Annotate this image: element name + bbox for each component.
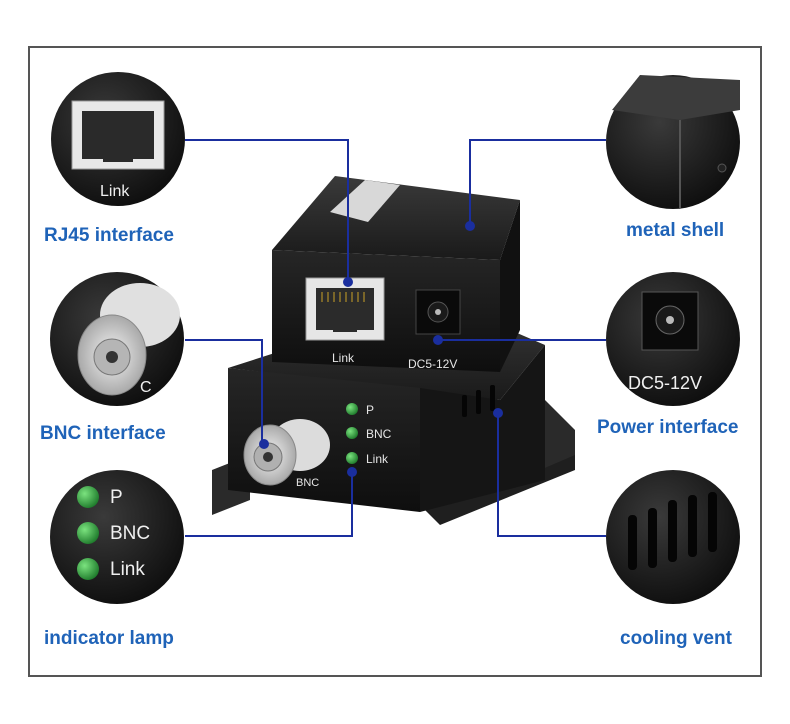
zoom-indicator: P BNC Link: [50, 470, 184, 604]
label-metal-shell: metal shell: [626, 220, 725, 241]
label-indicator-lamp: indicator lamp: [44, 628, 174, 649]
callout-dots: [259, 221, 503, 477]
bottom-bnc-port-label: BNC: [296, 477, 319, 489]
label-cooling-vent: cooling vent: [620, 628, 732, 649]
zoom-lamp-p-label: P: [110, 487, 123, 508]
zoom-bnc-c-label: C: [140, 379, 152, 396]
bottom-led-bnc-label: BNC: [366, 427, 392, 441]
bottom-led-link-label: Link: [366, 452, 389, 466]
top-dc-label: DC5-12V: [408, 357, 457, 371]
label-power-interface: Power interface: [597, 417, 739, 438]
bottom-led-p-label: P: [366, 403, 374, 417]
zoom-dc-label: DC5-12V: [628, 373, 702, 393]
label-bnc-interface: BNC interface: [40, 423, 166, 444]
zoom-lamp-link-label: Link: [110, 559, 145, 580]
zoom-rj45-link-label: Link: [100, 183, 130, 200]
zoom-bnc: C: [50, 272, 184, 406]
zoom-metal-shell: [606, 75, 740, 209]
zoom-cooling-vent: [606, 470, 740, 604]
label-rj45-interface: RJ45 interface: [44, 225, 174, 246]
callout-lines: [185, 139, 606, 537]
top-link-label: Link: [332, 351, 355, 365]
top-unit: Link DC5-12V: [272, 176, 520, 372]
zoom-lamp-bnc-label: BNC: [110, 523, 150, 544]
zoom-rj45: Link: [51, 72, 185, 206]
zoom-power: DC5-12V: [606, 272, 740, 406]
